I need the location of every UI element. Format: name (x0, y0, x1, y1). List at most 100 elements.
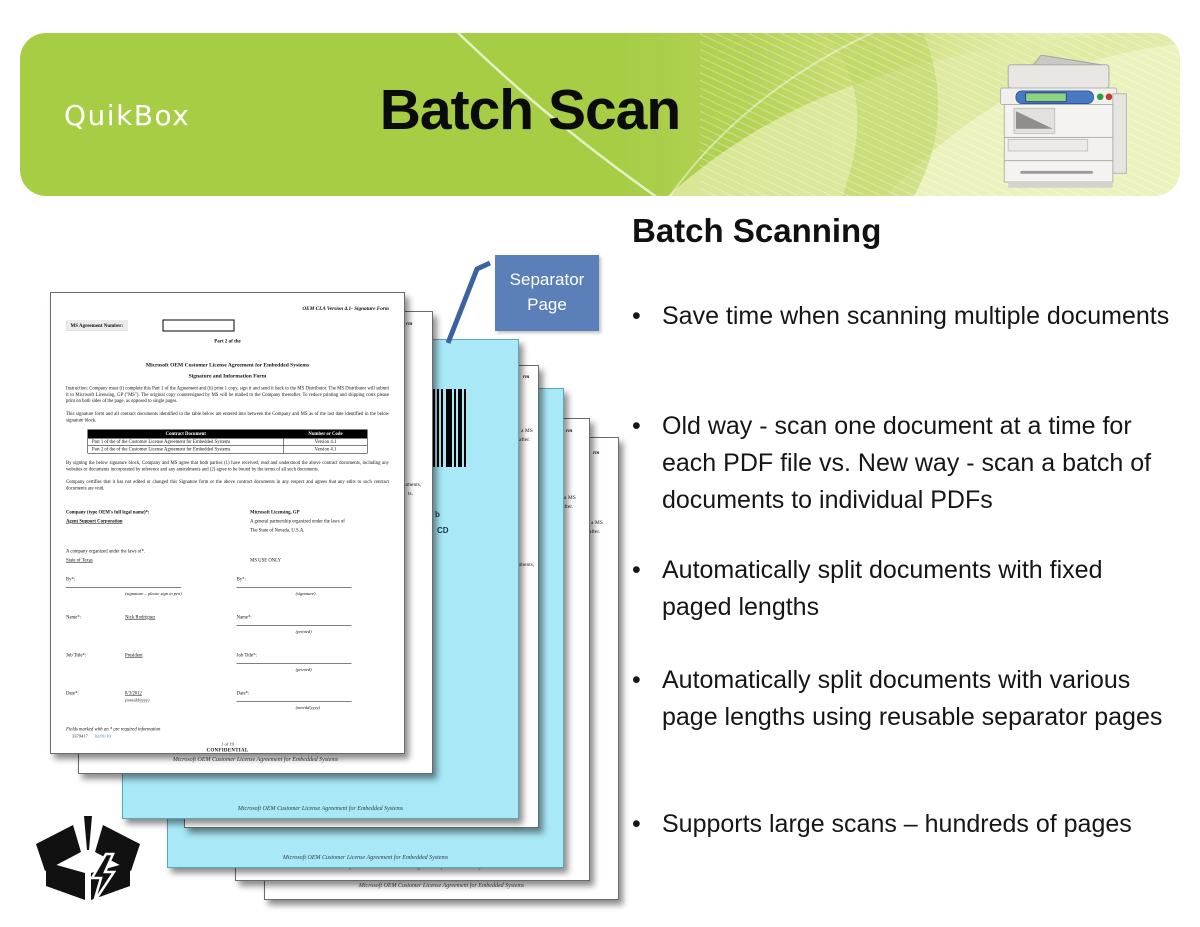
text-fragment: rm (406, 321, 413, 327)
table-cell: Part 1 of the of the Customer License Ag… (87, 438, 284, 447)
bullet-dot: • (632, 810, 641, 838)
sig-label: Name*: (66, 614, 82, 620)
doc-signature-note: This signature form and all contract doc… (66, 411, 389, 423)
organized-value: State of Texas (66, 557, 93, 563)
doc-by-signing: By signing the below signature block, Co… (66, 460, 389, 472)
bullet-item: • Automatically split documents with var… (632, 662, 1172, 736)
spacer (66, 528, 250, 545)
ms-desc: A general partnership organized under th… (250, 518, 345, 524)
required-note: Fields marked with an * are required inf… (66, 726, 161, 732)
text-fragment: after. (589, 529, 601, 535)
table-cell: Version 4.1 (283, 438, 368, 447)
bullet-item: • Old way - scan one document at a time … (632, 408, 1172, 519)
sig-value: President (125, 652, 143, 658)
sig-label: Name*: (236, 614, 252, 620)
signature-line (236, 696, 352, 702)
contract-table-header: Number or Code (283, 429, 368, 439)
signature-cell: Name*: Nick Rodriguez (66, 615, 237, 634)
sig-label: Date*: (236, 690, 250, 696)
bullet-dot: • (632, 412, 641, 440)
bullet-item: • Supports large scans – hundreds of pag… (632, 806, 1172, 843)
signature-line (236, 658, 352, 664)
bullet-text: Automatically split documents with vario… (662, 666, 1163, 731)
confidential-label: CONFIDENTIAL (206, 747, 249, 753)
text-fragment: rm (593, 450, 600, 456)
page-title: Batch Scan (379, 78, 681, 142)
bullet-text: Automatically split documents with fixed… (662, 556, 1103, 621)
text-fragment: uments, (404, 482, 422, 488)
callout-line (445, 260, 492, 344)
ms-name: Microsoft Licensing, GP (250, 509, 300, 515)
separator-callout-label: Separator Page (509, 270, 585, 314)
organized-label: A company organized under the laws of*. (66, 548, 146, 554)
doc-number-line: 3379417 02/01/10 (72, 733, 389, 738)
section-heading: Batch Scanning (632, 212, 882, 249)
text-fragment: a MS (591, 520, 603, 526)
sig-value: 8/3/2012 (125, 690, 142, 696)
bullet-dot: • (632, 556, 641, 584)
signature-line (236, 582, 352, 588)
sig-label: By*: (236, 576, 246, 582)
company-column: Company (type OEM's full legal name)*: A… (66, 506, 250, 563)
doc-title-line1: Microsoft OEM Customer License Agreement… (145, 362, 310, 368)
bullet-item: • Automatically split documents with fix… (632, 552, 1172, 626)
contract-table-header: Contract Document (87, 429, 284, 439)
sig-sublabel: (mm/dd/yyyy) (125, 697, 150, 703)
signature-cell: Date*: (mm/dd/yyyy) (236, 690, 389, 710)
sig-label: By*: (66, 576, 76, 582)
sig-label: Job Title*: (236, 652, 257, 658)
page-footer: Microsoft OEM Customer License Agreement… (237, 806, 404, 812)
signature-cell: Name*: (printed) (236, 614, 389, 634)
sig-sublabel: (mm/dd/yyyy) (295, 704, 321, 710)
doc-certifies: Company certifies that it has not edited… (66, 479, 389, 491)
sig-sublabel: (signature) (295, 590, 316, 596)
text-fragment: after. (562, 504, 574, 510)
sig-value: Nick Rodriguez (125, 614, 156, 620)
doc-number: 3379417 (72, 733, 88, 739)
bullet-panel: Batch Scanning • Save time when scanning… (632, 212, 1177, 912)
bullet-text: Save time when scanning multiple documen… (662, 302, 1170, 330)
signature-line (236, 620, 352, 626)
printer-icon (999, 54, 1127, 188)
contract-table: Contract Document Number or Code Part 1 … (87, 429, 368, 454)
quikbox-box-icon (36, 816, 140, 902)
table-row: Part 2 of the of the Customer License Ag… (87, 445, 368, 454)
spacer (250, 537, 389, 554)
text-fragment: ts. (408, 491, 414, 497)
ms-use-only: MS USE ONLY (250, 557, 282, 563)
bullet-text: Old way - scan one document at a time fo… (662, 412, 1152, 514)
bullet-dot: • (632, 666, 641, 694)
sig-label: Date*: (66, 690, 79, 696)
sig-sublabel: (signature – please sign in pen) (125, 590, 182, 596)
text-fragment: b (435, 510, 440, 519)
signature-cell: By*: (signature – please sign in pen) (66, 577, 237, 596)
doc-page-number: 1 of 19 (221, 741, 234, 747)
header-banner: QuikBox Batch Scan (20, 33, 1180, 196)
signature-cell: By*: (signature) (236, 576, 389, 596)
table-cell: Part 2 of the of the Customer License Ag… (87, 445, 284, 454)
doc-title-line2: Signature and Information Form (188, 373, 267, 379)
bullet-text: Supports large scans – hundreds of pages (662, 810, 1132, 838)
agreement-number-label: MS Agreement Number: (66, 320, 128, 331)
agreement-number-row: MS Agreement Number: (66, 319, 389, 332)
separator-barcode (431, 389, 466, 467)
bullet-item: • Save time when scanning multiple docum… (632, 298, 1172, 335)
company-name: Agent Support Corporation (66, 518, 123, 524)
quikbox-logo: QuikBox (64, 99, 191, 132)
doc-date: 02/01/10 (94, 733, 111, 739)
license-form-content: OEM CLA Version 4.1- Signature Form MS A… (51, 293, 404, 753)
page-footer: Microsoft OEM Customer License Agreement… (172, 757, 339, 763)
signature-cell: Job Title*: (printed) (236, 652, 389, 672)
page-footer: Microsoft OEM Customer License Agreement… (282, 855, 449, 861)
signature-block: By*: (signature – please sign in pen) By… (66, 577, 389, 710)
table-cell: Version 4.1 (283, 445, 368, 454)
doc-instruction: Instruction: Company must (i) complete t… (66, 386, 389, 404)
table-row: Part 1 of the of the Customer License Ag… (87, 438, 368, 447)
text-fragment: CD (437, 526, 449, 535)
doc-version-header: OEM CLA Version 4.1- Signature Form (302, 306, 389, 312)
signature-cell: Job Title*:President (66, 653, 237, 672)
sig-sublabel: (printed) (295, 666, 312, 672)
text-fragment: rm (566, 428, 573, 434)
page-footer: Microsoft OEM Customer License Agreement… (358, 883, 525, 889)
